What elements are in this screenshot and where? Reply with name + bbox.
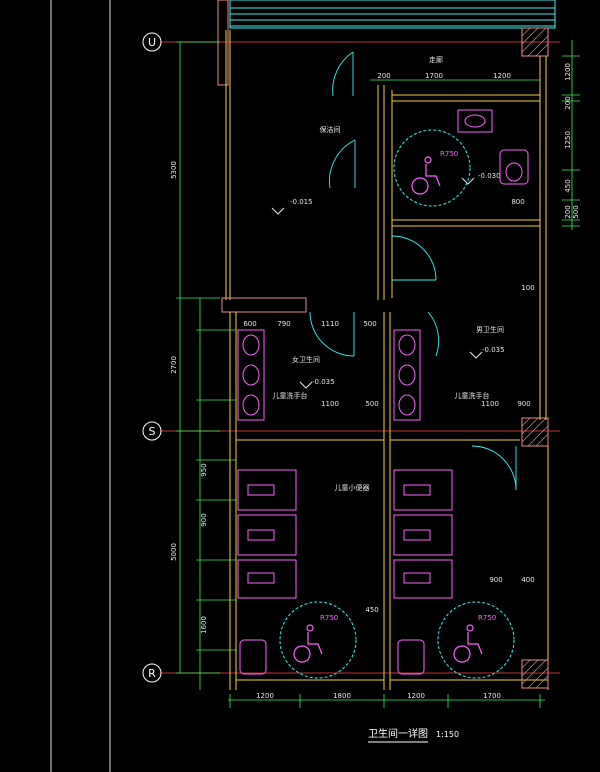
dim-right-200b: 200	[564, 205, 572, 218]
dim-left-bottom: 5000	[170, 543, 178, 561]
grid-lines	[160, 41, 560, 674]
label-male-wc: 男卫生间	[476, 325, 504, 334]
level-male-text: -0.035	[482, 346, 505, 354]
grid-bubble-u: U	[142, 32, 162, 52]
stall-row-left	[237, 469, 297, 599]
grid-label-r: R	[148, 667, 156, 680]
dim-left-top: 5300	[170, 161, 178, 179]
grid-bubble-r: R	[142, 663, 162, 683]
walls	[221, 30, 549, 690]
level-mark-female: -0.035	[299, 378, 335, 389]
wheelchair-icon	[411, 156, 441, 195]
dim-900b: 900	[489, 576, 502, 584]
turning-circle-bl-label: R750	[320, 614, 338, 622]
dim-450: 450	[365, 606, 378, 614]
dim-800: 800	[511, 198, 524, 206]
level-accessible-text: -0.030	[478, 172, 501, 180]
column-top-left	[217, 0, 229, 86]
grid-label-u: U	[148, 36, 156, 49]
turning-circle-bottom-right: R750	[437, 601, 515, 679]
drawing-title: 卫生间一详图	[368, 727, 428, 740]
label-corridor-top: 走廊	[429, 55, 443, 64]
dim-1110: 1110	[321, 320, 339, 328]
basin-row-left	[237, 329, 265, 421]
label-child-basin-left: 儿童洗手台	[273, 391, 308, 400]
top-window-band	[229, 0, 556, 29]
dim-790: 790	[277, 320, 290, 328]
level-mark-male: -0.035	[469, 346, 505, 359]
dim-1100a: 1100	[321, 400, 339, 408]
dim-right-500: 500	[572, 205, 580, 218]
stall-row-right	[393, 469, 453, 599]
dim-left-950: 950	[200, 463, 208, 476]
dim-left-mid: 2700	[170, 356, 178, 374]
dim-bottom-1200a: 1200	[256, 692, 274, 700]
turning-circle-top-label: R750	[440, 150, 458, 158]
level-corridor-text: -0.015	[290, 198, 313, 206]
dim-1100b: 1100	[481, 400, 499, 408]
turning-circle-br-label: R750	[478, 614, 496, 622]
right-dimension-chain	[562, 40, 580, 230]
dim-top-1700: 1700	[425, 72, 443, 80]
level-mark-accessible: -0.030	[461, 172, 501, 185]
basin-row-right	[393, 329, 421, 421]
column-right-top	[521, 27, 549, 57]
level-female-text: -0.035	[312, 378, 335, 386]
dim-bottom-1700: 1700	[483, 692, 501, 700]
grid-label-s: S	[149, 425, 156, 438]
dim-right-1250: 1250	[564, 131, 572, 149]
dim-left-1600: 1600	[200, 616, 208, 634]
dim-900a: 900	[517, 400, 530, 408]
bottom-dimension-chain	[228, 694, 545, 708]
dim-500a: 500	[363, 320, 376, 328]
grid-bubble-s: S	[142, 421, 162, 441]
dim-left-900: 900	[200, 513, 208, 526]
dim-top-200: 200	[377, 72, 390, 80]
column-right-mid	[521, 417, 549, 447]
dim-100: 100	[521, 284, 534, 292]
column-right-bottom	[521, 659, 549, 689]
dim-right-1200: 1200	[564, 63, 572, 81]
turning-circle-top: R750	[393, 129, 471, 207]
label-female-wc: 女卫生间	[292, 355, 320, 364]
dim-400: 400	[521, 576, 534, 584]
toilet-fixture	[239, 639, 425, 675]
dim-bottom-1200b: 1200	[407, 692, 425, 700]
left-dimension-chain	[176, 41, 236, 690]
level-mark-corridor: -0.015	[271, 198, 313, 215]
wheelchair-icon	[293, 624, 323, 663]
doors	[309, 51, 517, 491]
dim-600: 600	[243, 320, 256, 328]
wheelchair-icon	[453, 624, 483, 663]
label-child-urinal: 儿童小便器	[335, 483, 370, 492]
dim-top-1200: 1200	[493, 72, 511, 80]
label-child-basin-right: 儿童洗手台	[455, 391, 490, 400]
dim-bottom-1800: 1800	[333, 692, 351, 700]
dim-right-200: 200	[564, 96, 572, 109]
toilet-fixture	[457, 109, 529, 185]
dim-right-450: 450	[564, 179, 572, 192]
turning-circle-bottom-left: R750	[279, 601, 357, 679]
dim-500b: 500	[365, 400, 378, 408]
label-cleaning: 保洁间	[320, 125, 341, 134]
drawing-scale: 1:150	[436, 730, 459, 739]
